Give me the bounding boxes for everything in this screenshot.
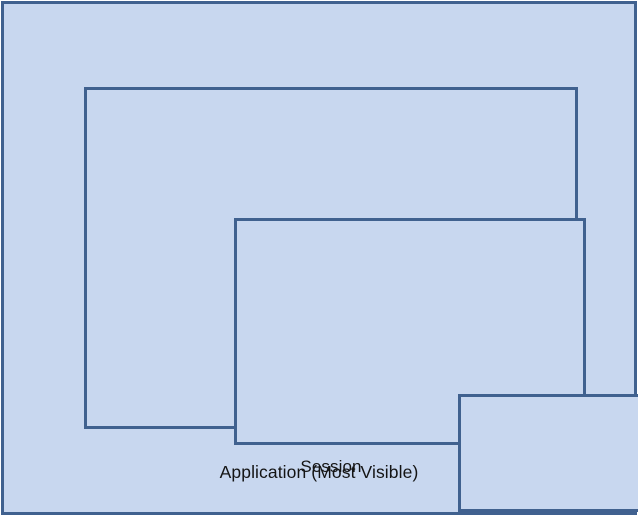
layer-application-label: Application (Most Visible) xyxy=(219,462,419,482)
layer-page: Page (Least Visible) xyxy=(458,394,638,512)
layer-session: Session Request Page (Least Visible) xyxy=(84,87,638,512)
layer-request: Request Page (Least Visible) xyxy=(234,218,638,512)
layer-session-label: Session xyxy=(300,457,362,476)
